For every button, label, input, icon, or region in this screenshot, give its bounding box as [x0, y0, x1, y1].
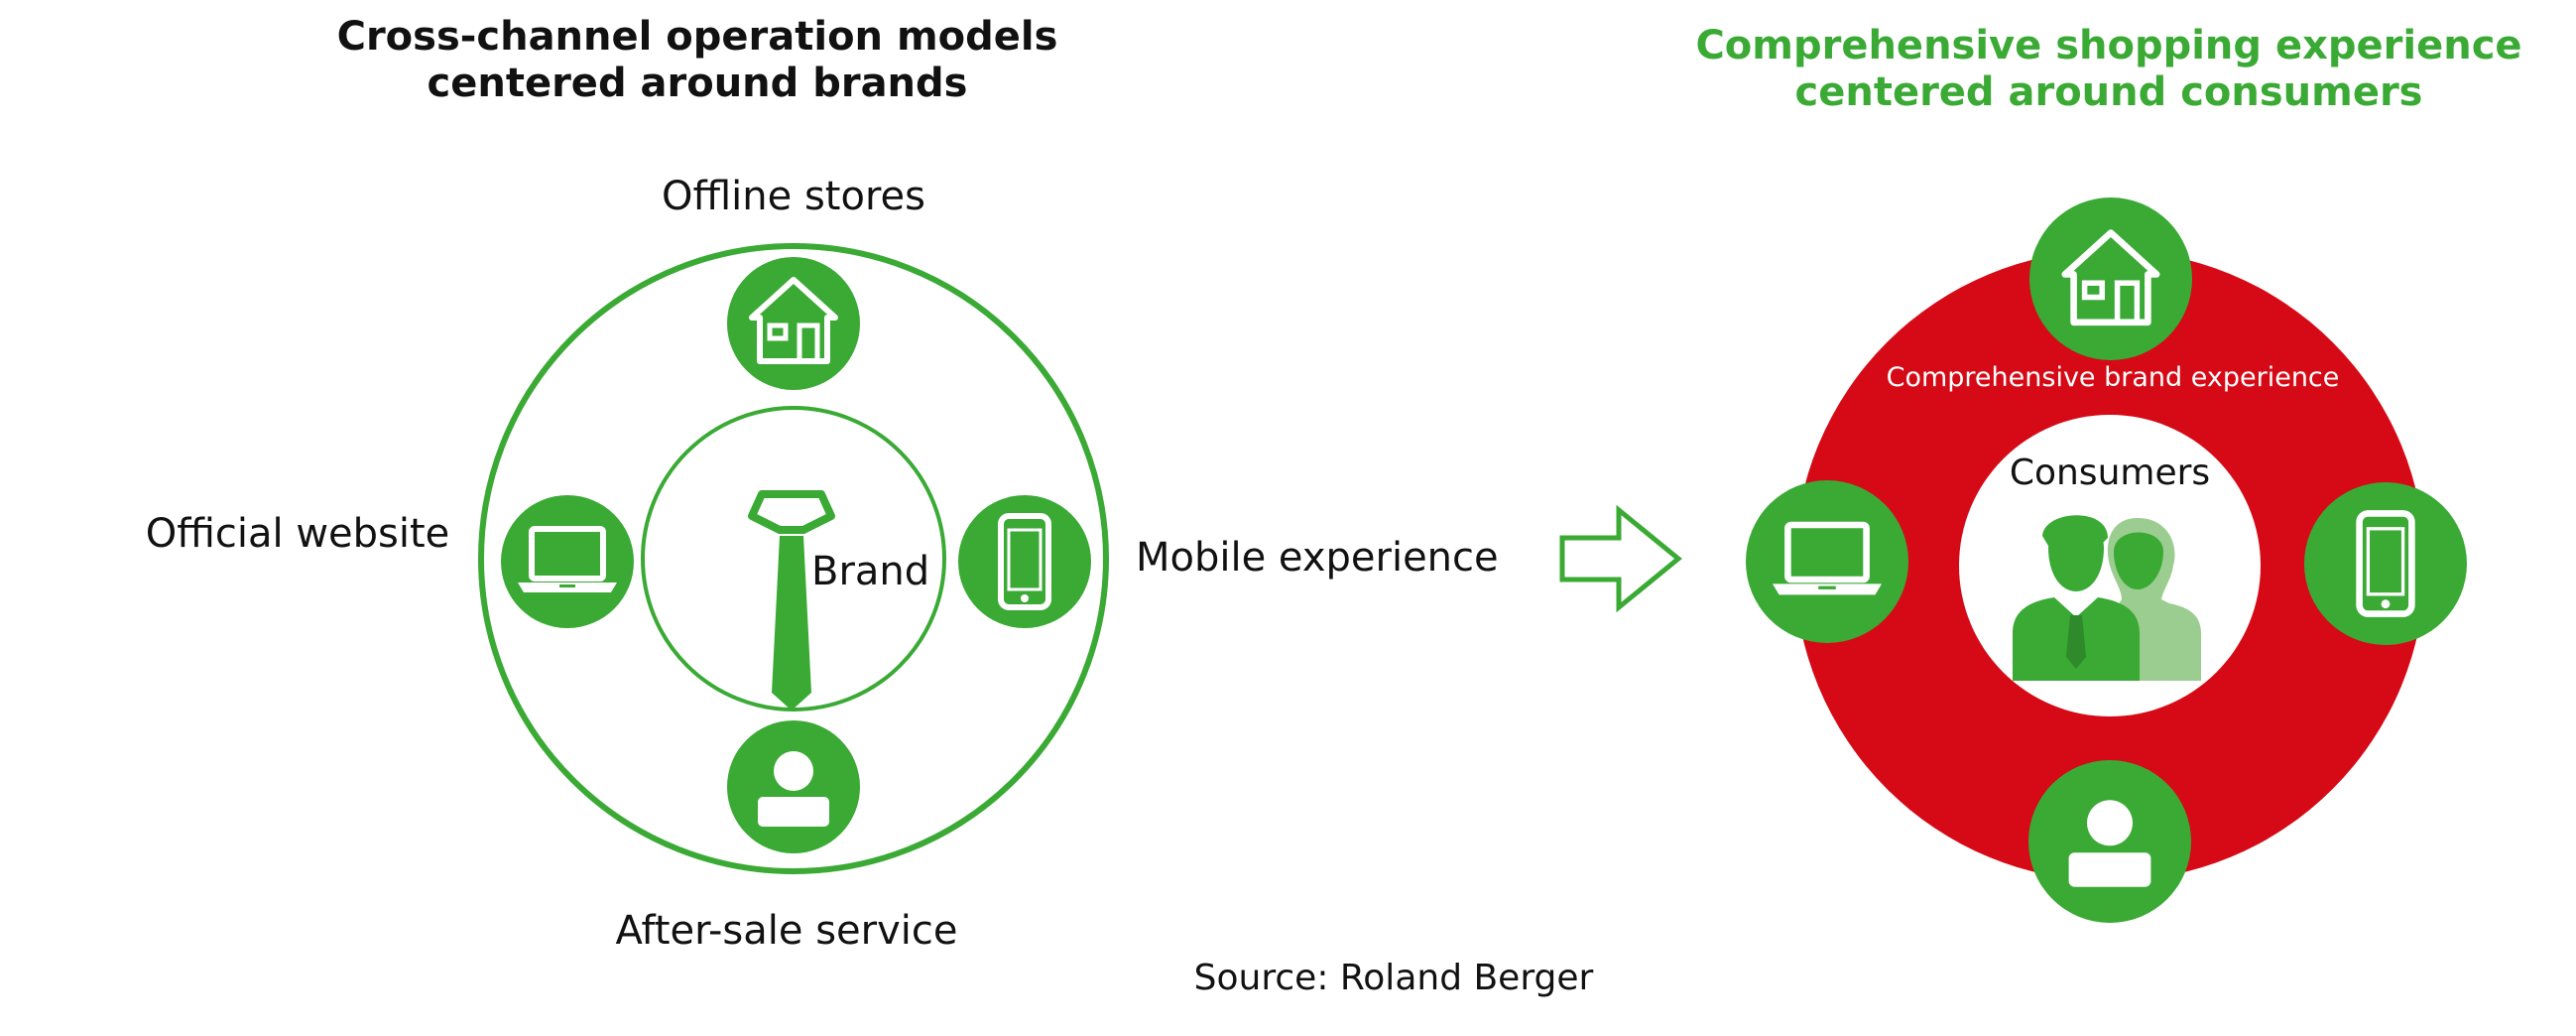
left-store-node — [727, 257, 860, 390]
right-phone-node — [2304, 482, 2467, 645]
channel-label-bottom: After-sale service — [616, 908, 958, 954]
source-note: Source: Roland Berger — [1194, 958, 1594, 998]
right-laptop-node — [1746, 480, 1908, 643]
tie-icon — [748, 490, 835, 711]
right-title-line2: centered around consumers — [1795, 69, 2423, 115]
left-outer-ring — [478, 243, 1109, 874]
left-diagram: Cross-channel operation models centered … — [146, 14, 1499, 954]
left-person-node — [727, 720, 860, 853]
right-diagram: Comprehensive shopping experience center… — [1695, 23, 2522, 923]
left-phone-node — [958, 495, 1091, 628]
left-title-line2: centered around brands — [428, 61, 968, 106]
channel-label-top: Offline stores — [662, 174, 925, 219]
right-arrow-icon — [1559, 504, 1682, 613]
right-title-line1: Comprehensive shopping experience — [1695, 23, 2521, 68]
channel-label-right: Mobile experience — [1136, 535, 1499, 581]
right-store-node — [2029, 197, 2192, 360]
left-laptop-node — [501, 495, 634, 628]
consumers-label: Consumers — [2010, 453, 2210, 493]
left-inner-ring — [641, 406, 946, 712]
ring-label: Comprehensive brand experience — [1887, 362, 2340, 393]
left-title-line1: Cross-channel operation models — [337, 14, 1058, 60]
consumers-icon — [2013, 515, 2201, 681]
right-person-node — [2028, 760, 2191, 923]
channel-label-left: Official website — [146, 511, 450, 557]
brand-label: Brand — [811, 549, 929, 594]
